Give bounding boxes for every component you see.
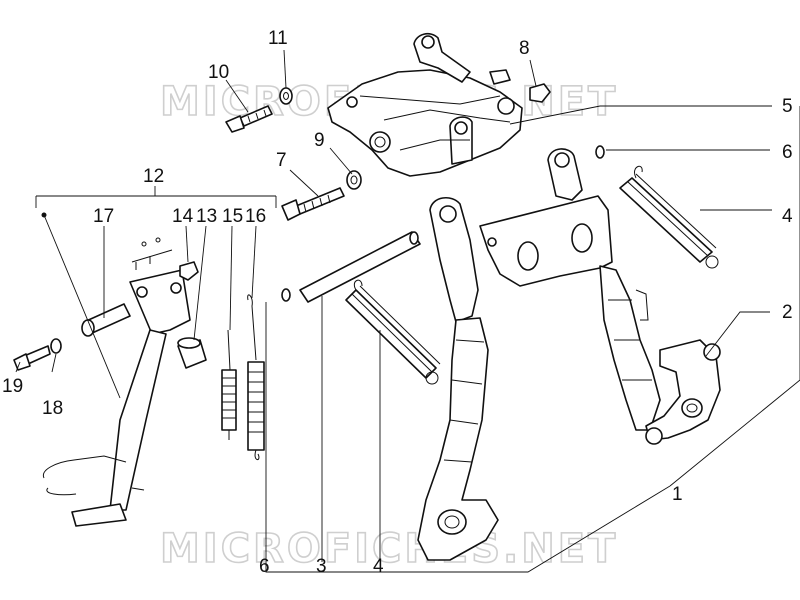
bracket-part-5 [327,32,523,177]
watermark-bottom: MICROFICHES.NET [160,526,618,572]
callout-19: 19 [2,376,23,397]
callout-5: 5 [782,96,793,117]
callout-10: 10 [208,62,229,83]
callout-15: 15 [222,206,243,227]
callout-16: 16 [245,206,266,227]
bolt-part-7 [281,187,345,221]
callout-4-lower: 4 [373,556,384,577]
callout-13: 13 [196,206,217,227]
bolt-part-19 [13,345,51,371]
callout-12: 12 [143,166,164,187]
callout-1: 1 [672,484,683,505]
leader-lines [15,49,800,573]
callout-17: 17 [93,206,114,227]
callout-4-upper: 4 [782,206,793,227]
washer-part-18 [50,338,62,354]
callout-3: 3 [316,556,327,577]
clip-part-6-right [595,145,605,159]
spring-part-4-lower [345,279,441,385]
spring-part-4-upper [619,165,719,269]
sleeve-part-17 [81,303,131,337]
callout-6-left: 6 [259,556,270,577]
bumper-part-13 [177,337,207,369]
callout-14: 14 [172,206,194,227]
nut-part-14 [179,261,199,281]
callout-labels: 1 2 3 4 4 5 6 6 7 8 9 10 11 12 13 14 15 … [2,28,793,577]
center-stand-part-1 [417,148,721,561]
callout-11: 11 [268,28,288,49]
callout-18: 18 [42,398,63,419]
clip-part-6-left [281,288,291,302]
callout-2: 2 [782,302,793,323]
callout-7: 7 [276,150,287,171]
callout-9: 9 [314,130,325,151]
callout-6-right: 6 [782,142,793,163]
spring-part-16 [247,294,265,460]
nut-part-8 [529,83,551,103]
washer-part-11 [279,87,293,105]
bolt-part-10 [225,105,273,133]
washer-part-9 [346,170,362,190]
spring-part-15 [221,329,237,440]
callout-8: 8 [519,38,530,59]
pin-part-3 [299,231,421,303]
side-stand-part-12 [42,237,191,527]
